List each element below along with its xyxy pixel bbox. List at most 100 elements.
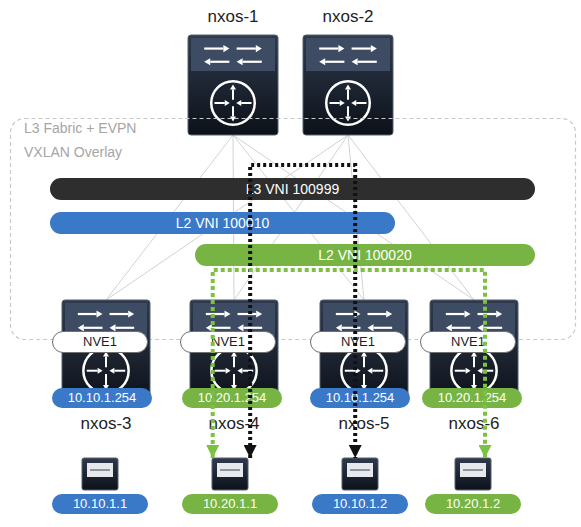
icon-arrow-shaft (455, 370, 466, 372)
icon-arrow-shaft (319, 47, 338, 49)
gateway-ip: 10.20.1.254 (422, 388, 522, 408)
icon-arrow-shaft (374, 327, 393, 329)
icon-arrow-head (96, 310, 102, 317)
gateway-ip: 10.20.1.254 (182, 388, 282, 408)
icon-arrow-shaft (243, 61, 262, 63)
nve-interface: NVE1 (52, 331, 148, 353)
ip-pill (425, 494, 521, 514)
l2-traffic-path (213, 270, 485, 458)
icon-arrow-shaft (105, 356, 107, 367)
icon-arrow-head (386, 310, 392, 317)
icon-arrow-shaft (215, 370, 226, 372)
device-label: nxos-1 (168, 7, 298, 27)
device-label: nxos-2 (283, 7, 413, 27)
host-server: 10.20.1.1 (182, 458, 278, 514)
switch-top (191, 38, 275, 71)
icon-arrow-head (109, 368, 114, 374)
device-label: nxos-4 (170, 414, 298, 434)
server-body (212, 458, 248, 490)
server-face (217, 463, 243, 477)
gateway-ip: 10.10.1.254 (310, 388, 410, 408)
icon-arrow-shaft (237, 47, 256, 49)
fabric-label: L3 Fabric + EVPN VXLAN Overlay (24, 116, 174, 164)
icon-arrow-shaft (105, 374, 107, 385)
icon-arrow-shaft (325, 61, 344, 63)
icon-arrow-shaft (116, 327, 135, 329)
server-body (342, 458, 378, 490)
icon-arrow-shaft (452, 327, 471, 329)
icon-arrow-shaft (345, 370, 356, 372)
icon-arrow-shaft (210, 61, 229, 63)
server-body (455, 458, 491, 490)
icon-arrow-shaft (238, 313, 257, 315)
host-ip: 10.10.1.2 (312, 494, 408, 514)
router-ring (211, 81, 255, 125)
icon-arrow-shaft (352, 47, 371, 49)
icon-arrow-shaft (473, 356, 475, 367)
icon-arrow-shaft (114, 370, 125, 372)
server-slot (350, 469, 370, 471)
gateway-pill: 10.20.1.254 (182, 388, 282, 408)
icon-arrow-shaft (215, 102, 225, 104)
icon-arrow-shaft (358, 61, 377, 63)
vni-band: L2 VNI 100020 (195, 244, 535, 266)
icon-arrow-head (466, 368, 471, 374)
icon-arrow-head (98, 368, 103, 374)
icon-arrow-head (223, 45, 229, 52)
leaf-switch: nxos-5NVE110.10.1.254 (320, 300, 408, 404)
host-server: 10.20.1.2 (425, 458, 521, 514)
icon-arrow-shaft (204, 47, 223, 49)
server-face (347, 463, 373, 477)
icon-arrow-head (256, 45, 262, 52)
icon-arrow-head (371, 45, 377, 52)
icon-arrow-shaft (336, 313, 355, 315)
ip-pill (52, 494, 148, 514)
icon-arrow-shaft (244, 327, 263, 329)
icon-arrow-shaft (330, 102, 340, 104)
icon-arrow-head (340, 100, 345, 106)
icon-arrow-head (230, 85, 236, 90)
icon-arrow-shaft (84, 327, 103, 329)
icon-arrow-shaft (110, 313, 129, 315)
ip-pill (312, 494, 408, 514)
switch-top (306, 38, 390, 71)
vni-band: L2 VNI 100010 (50, 212, 395, 234)
server-slot (220, 469, 240, 471)
ip-pill (182, 494, 278, 514)
icon-arrow-head (352, 58, 358, 65)
icon-arrow-shaft (342, 327, 361, 329)
vni-label: L2 VNI 100010 (50, 212, 395, 234)
nve-label: NVE1 (421, 332, 515, 351)
gateway-pill: 10.10.1.254 (52, 388, 152, 408)
icon-arrow-shaft (233, 356, 235, 367)
icon-arrow-head (345, 85, 351, 90)
leaf-switch: nxos-3NVE110.10.1.254 (62, 300, 150, 404)
icon-arrow-head (224, 310, 230, 317)
l3-traffic-path (250, 165, 355, 458)
server-slot (90, 469, 110, 471)
device-label: nxos-6 (410, 414, 538, 434)
icon-arrow-head (225, 100, 230, 106)
icon-arrow-shaft (206, 313, 225, 315)
leaf-switch: nxos-6NVE110.20.1.254 (430, 300, 518, 404)
host-ip: 10.10.1.1 (52, 494, 148, 514)
switch-body (303, 35, 393, 135)
switch-icon (188, 35, 278, 135)
icon-arrow-shaft (368, 313, 387, 315)
icon-arrow-head (338, 45, 344, 52)
device-label: nxos-5 (300, 414, 428, 434)
icon-arrow-shaft (347, 106, 349, 116)
icon-arrow-shaft (446, 313, 465, 315)
spine-switch: nxos-2 (303, 35, 393, 135)
nve-interface: NVE1 (310, 331, 406, 353)
router-ring (451, 348, 496, 393)
vni-label: L2 VNI 100020 (195, 244, 535, 266)
icon-arrow-shaft (473, 374, 475, 385)
icon-arrow-shaft (233, 374, 235, 385)
gateway-pill: 10.20.1.254 (422, 388, 522, 408)
host-ip: 10.20.1.2 (425, 494, 521, 514)
icon-arrow-shaft (87, 370, 98, 372)
spine-switch: nxos-1 (188, 35, 278, 135)
icon-arrow-head (477, 368, 482, 374)
icon-arrow-head (351, 100, 356, 106)
